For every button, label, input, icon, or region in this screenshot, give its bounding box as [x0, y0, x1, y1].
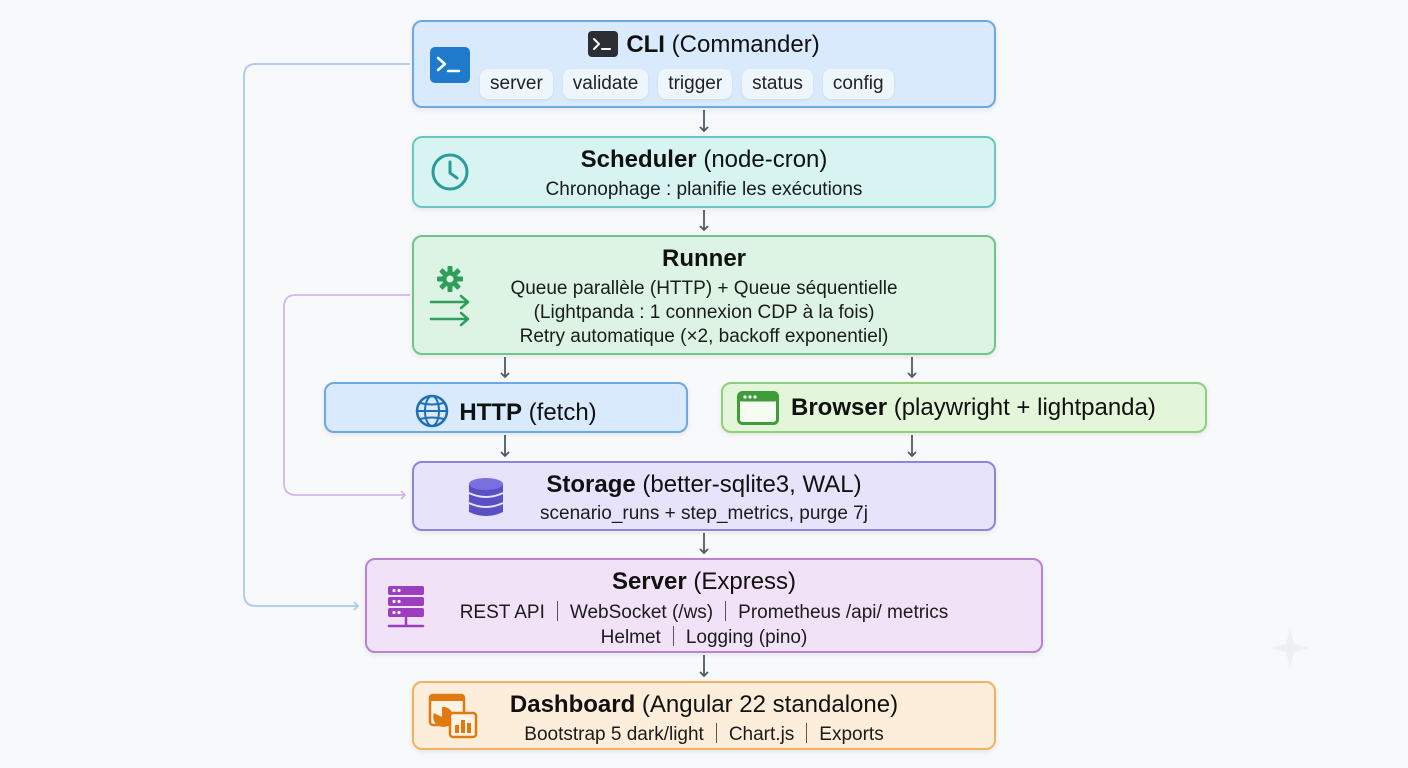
runner-title-bold: Runner — [662, 245, 746, 272]
http-title: HTTP (fetch) — [326, 394, 686, 435]
http-box: HTTP (fetch) — [324, 382, 688, 433]
cli-command-server: server — [480, 69, 553, 99]
storage-description: scenario_runs + step_metrics, purge 7j — [540, 503, 868, 524]
dashboard-box: Dashboard (Angular 22 standalone) Bootst… — [412, 681, 996, 750]
gear-arrows-icon — [428, 265, 474, 334]
dashboard-chart-icon — [428, 693, 480, 746]
cli-command-config: config — [822, 69, 894, 99]
separator — [556, 601, 558, 621]
server-features-row-1: REST API WebSocket (/ws) Prometheus /api/ … — [367, 601, 1041, 624]
globe-icon — [415, 394, 449, 435]
server-feature-logging: Logging (pino) — [685, 627, 808, 648]
dashboard-feature-exports: Exports — [819, 724, 884, 745]
runner-line-2: (Lightpanda : 1 connexion CDP à la fois) — [533, 302, 875, 323]
dashboard-title-bold: Dashboard — [509, 691, 636, 718]
server-title: Server (Express) — [367, 568, 1041, 596]
http-title-bold: HTTP — [459, 399, 522, 426]
clock-icon — [430, 152, 470, 197]
scheduler-title: Scheduler (node-cron) — [414, 146, 994, 174]
scheduler-title-rest: (node-cron) — [696, 146, 828, 173]
storage-box: Storage (better-sqlite3, WAL) scenario_r… — [412, 461, 996, 531]
server-title-bold: Server — [611, 568, 687, 595]
storage-title-bold: Storage — [546, 471, 636, 498]
separator — [715, 723, 717, 743]
scheduler-box: Scheduler (node-cron) Chronophage : plan… — [412, 136, 996, 208]
server-rack-icon — [385, 584, 427, 635]
browser-title: Browser (playwright + lightpanda) — [791, 394, 1156, 422]
separator — [806, 723, 808, 743]
cli-title-bold: CLI — [626, 31, 665, 58]
browser-title-bold: Browser — [791, 394, 888, 421]
server-feature-websocket: WebSocket (/ws) — [569, 602, 714, 623]
scheduler-title-bold: Scheduler — [580, 146, 697, 173]
cli-command-list: server validate trigger status config — [480, 69, 894, 99]
dashboard-features-row: Bootstrap 5 dark/light Chart.js Exports — [414, 723, 994, 746]
sparkle-decoration — [1270, 628, 1310, 668]
arrow-cli-server-loop — [243, 63, 410, 611]
server-feature-prometheus: Prometheus /api/ metrics — [738, 602, 949, 623]
browser-box: Browser (playwright + lightpanda) — [721, 382, 1207, 433]
storage-title-rest: (better-sqlite3, WAL) — [635, 471, 862, 498]
database-icon — [468, 477, 504, 524]
cli-title-terminal-icon — [588, 31, 619, 64]
cli-command-status: status — [742, 69, 813, 99]
runner-line-1: Queue parallèle (HTTP) + Queue séquentie… — [510, 278, 898, 299]
scheduler-description: Chronophage : planifie les exécutions — [545, 179, 863, 200]
cli-title-rest: (Commander) — [664, 31, 820, 58]
dashboard-feature-chartjs: Chart.js — [728, 724, 795, 745]
dashboard-title-rest: (Angular 22 standalone) — [635, 691, 899, 718]
cli-command-trigger: trigger — [658, 69, 733, 99]
server-title-rest: (Express) — [686, 568, 797, 595]
server-features-row-2: Helmet Logging (pino) — [367, 626, 1041, 649]
runner-title: Runner — [414, 245, 994, 273]
cli-box: CLI (Commander) server validate trigger … — [412, 20, 996, 108]
separator — [672, 626, 674, 646]
server-box: Server (Express) REST API WebSocket (/ws)… — [365, 558, 1043, 653]
server-feature-helmet: Helmet — [600, 627, 661, 648]
http-title-rest: (fetch) — [521, 399, 597, 426]
browser-window-icon — [737, 391, 779, 430]
runner-line-3: Retry automatique (×2, backoff exponenti… — [519, 326, 889, 347]
cli-title: CLI (Commander) — [414, 31, 994, 64]
runner-box: Runner Queue parallèle (HTTP) + Queue sé… — [412, 235, 996, 355]
browser-title-rest: (playwright + lightpanda) — [887, 394, 1156, 421]
cli-command-validate: validate — [562, 69, 649, 99]
server-feature-rest-api: REST API — [459, 602, 545, 623]
terminal-icon — [430, 47, 470, 88]
dashboard-feature-bootstrap: Bootstrap 5 dark/light — [524, 724, 704, 745]
dashboard-title: Dashboard (Angular 22 standalone) — [414, 691, 994, 719]
separator — [725, 601, 727, 621]
storage-title: Storage (better-sqlite3, WAL) — [414, 471, 994, 499]
